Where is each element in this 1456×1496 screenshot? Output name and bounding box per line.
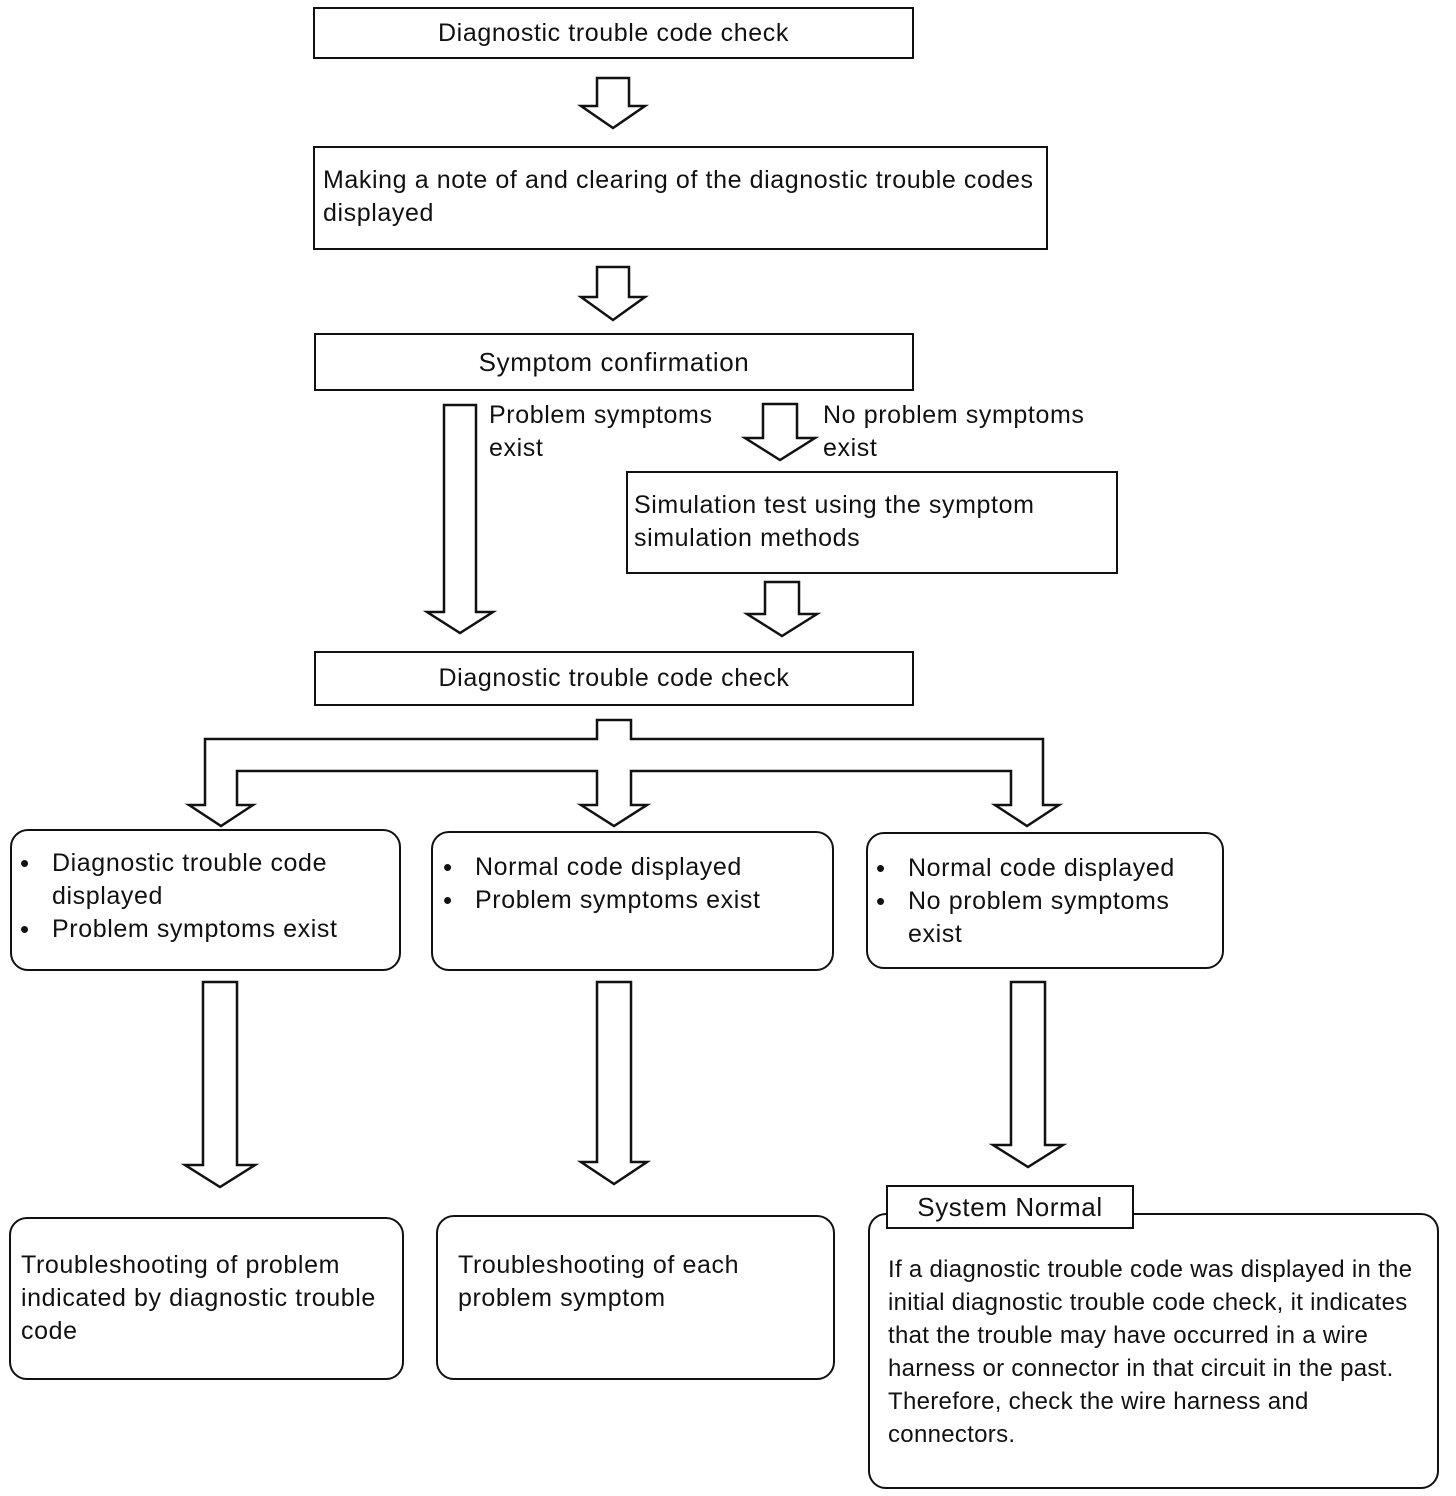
note-and-clear-box: Making a note of and clearing of the dia… [313,146,1048,250]
arrow-step1-to-step2 [576,76,650,130]
arrow-step4-to-cases [184,718,1064,828]
arrow-case2-to-result2 [576,980,652,1186]
arrow-case1-to-result1 [180,980,260,1189]
arrow-simulation-to-step4 [742,580,822,638]
result1-text: Troubleshooting of problem indicated by … [21,1251,376,1345]
result2-text: Troubleshooting of each problem symptom [458,1251,740,1312]
case3-list: Normal code displayed No problem symptom… [874,852,1216,951]
simulation-test-text: Simulation test using the symptom simula… [634,491,1035,552]
case1-list: Diagnostic trouble code displayed Proble… [18,847,393,946]
case1-item: Problem symptoms exist [18,913,393,946]
dtc-check-text-2: Diagnostic trouble code check [438,664,790,692]
case2-list: Normal code displayed Problem symptoms e… [441,851,824,917]
arrow-case3-to-result3 [988,980,1068,1169]
case2-item: Problem symptoms exist [441,884,824,917]
note-and-clear-text: Making a note of and clearing of the dia… [323,166,1034,227]
case-box-dtc-displayed: Diagnostic trouble code displayed Proble… [10,829,401,971]
arrow-step3-to-step4 [422,403,498,635]
case3-item: Normal code displayed [874,852,1216,885]
arrow-step2-to-step3 [577,265,649,322]
result3-body-text: If a diagnostic trouble code was display… [888,1256,1413,1448]
branch-label-problem-exists: Problem symptoms exist [489,401,713,462]
simulation-test-box: Simulation test using the symptom simula… [626,471,1118,574]
dtc-check-text-1: Diagnostic trouble code check [438,18,789,47]
case2-item: Normal code displayed [441,851,824,884]
dtc-check-box-2: Diagnostic trouble code check [314,651,914,706]
case3-item: No problem symptoms exist [874,885,1216,951]
result-box-system-normal: If a diagnostic trouble code was display… [868,1213,1439,1489]
dtc-check-box-1: Diagnostic trouble code check [313,7,914,59]
case-box-normal-no-symptoms: Normal code displayed No problem symptom… [866,832,1224,969]
case1-item: Diagnostic trouble code displayed [18,847,393,913]
system-normal-title: System Normal [886,1185,1134,1229]
symptom-confirmation-text: Symptom confirmation [478,346,750,377]
result-box-dtc-troubleshooting: Troubleshooting of problem indicated by … [9,1217,404,1380]
symptom-confirmation-box: Symptom confirmation [314,333,914,391]
result-box-symptom-troubleshooting: Troubleshooting of each problem symptom [436,1215,835,1380]
branch-label-no-problem: No problem symptoms exist [823,401,1085,462]
case-box-normal-with-symptoms: Normal code displayed Problem symptoms e… [431,831,834,971]
arrow-step3-to-simulation [740,402,820,462]
